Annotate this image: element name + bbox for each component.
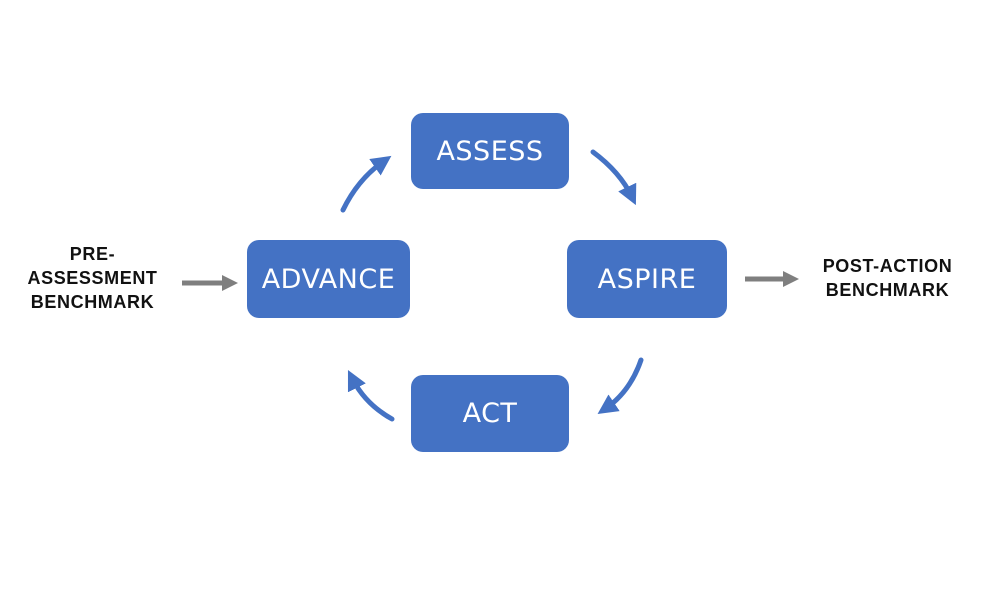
stage-act: ACT (411, 375, 569, 452)
stage-advance: ADVANCE (247, 240, 410, 318)
stage-assess: ASSESS (411, 113, 569, 189)
cycle-arrow-act-to-advance (347, 369, 395, 422)
stage-aspire-label: ASPIRE (597, 263, 697, 295)
pre-label-line-1: PRE- (69, 244, 116, 264)
pre-assessment-benchmark-label: PRE- ASSESSMENT BENCHMARK (10, 242, 175, 314)
stage-aspire: ASPIRE (567, 240, 727, 318)
post-label-line-1: POST-ACTION (822, 256, 953, 276)
stage-assess-label: ASSESS (436, 135, 544, 167)
stage-act-label: ACT (462, 398, 518, 429)
post-label-line-2: BENCHMARK (825, 280, 950, 300)
stage-advance-label: ADVANCE (261, 263, 396, 295)
post-action-benchmark-label: POST-ACTION BENCHMARK (800, 254, 975, 302)
cycle-arrow-advance-to-assess (340, 155, 392, 213)
cycle-arrow-aspire-to-act (597, 357, 644, 415)
cycle-arrow-assess-to-aspire (590, 149, 637, 206)
pre-label-line-3: BENCHMARK (30, 292, 155, 312)
pre-label-line-2: ASSESSMENT (27, 268, 158, 288)
